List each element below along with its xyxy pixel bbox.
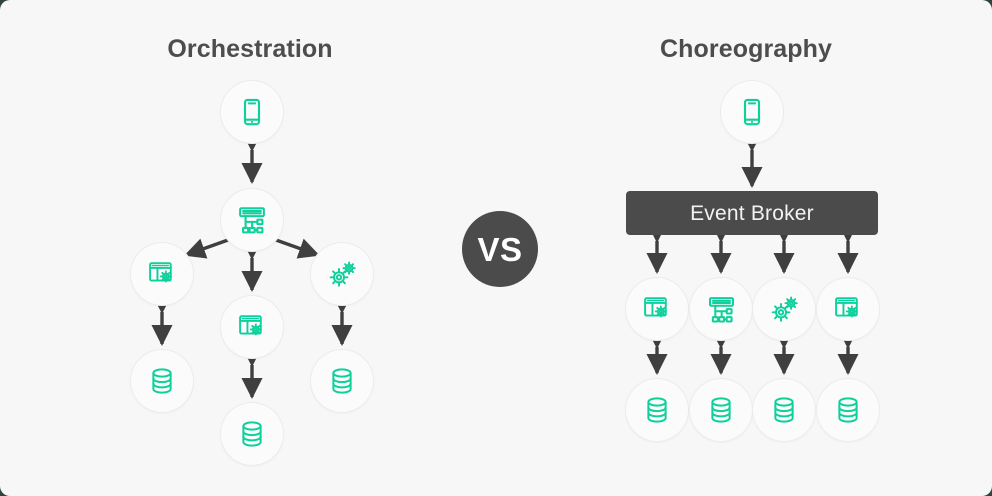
sitemap-icon bbox=[706, 294, 737, 325]
database-icon bbox=[327, 366, 357, 396]
database-icon bbox=[706, 395, 736, 425]
service-window-gear-icon bbox=[642, 294, 673, 325]
sitemap-icon bbox=[236, 204, 268, 236]
service-window-gear-icon bbox=[147, 259, 178, 290]
right-node-service-2[interactable] bbox=[690, 278, 752, 340]
panel-title-orchestration: Orchestration bbox=[167, 35, 333, 63]
left-node-client[interactable] bbox=[221, 81, 283, 143]
gears-icon bbox=[327, 259, 358, 290]
right-node-database-4[interactable] bbox=[817, 379, 879, 441]
right-node-service-1[interactable] bbox=[626, 278, 688, 340]
left-node-service-b[interactable] bbox=[311, 243, 373, 305]
left-node-database-b[interactable] bbox=[311, 350, 373, 412]
event-broker-label: Event Broker bbox=[690, 201, 814, 225]
gears-icon bbox=[769, 294, 800, 325]
database-icon bbox=[237, 419, 267, 449]
left-node-service-c[interactable] bbox=[221, 296, 283, 358]
mobile-phone-icon bbox=[237, 97, 267, 127]
database-icon bbox=[642, 395, 672, 425]
right-node-service-4[interactable] bbox=[817, 278, 879, 340]
right-node-database-3[interactable] bbox=[753, 379, 815, 441]
right-node-client[interactable] bbox=[721, 81, 783, 143]
versus-badge: VS bbox=[462, 211, 538, 287]
database-icon bbox=[833, 395, 863, 425]
panel-title-choreography: Choreography bbox=[659, 35, 833, 63]
left-node-database-a[interactable] bbox=[131, 350, 193, 412]
left-node-database-c[interactable] bbox=[221, 403, 283, 465]
database-icon bbox=[147, 366, 177, 396]
left-node-service-a[interactable] bbox=[131, 243, 193, 305]
left-node-orchestrator[interactable] bbox=[221, 189, 283, 251]
database-icon bbox=[769, 395, 799, 425]
versus-label: VS bbox=[477, 230, 523, 268]
right-node-database-2[interactable] bbox=[690, 379, 752, 441]
mobile-phone-icon bbox=[737, 97, 767, 127]
service-window-gear-icon bbox=[833, 294, 864, 325]
right-node-service-3[interactable] bbox=[753, 278, 815, 340]
right-node-database-1[interactable] bbox=[626, 379, 688, 441]
service-window-gear-icon bbox=[237, 312, 268, 343]
event-broker-bar[interactable]: Event Broker bbox=[626, 191, 878, 235]
